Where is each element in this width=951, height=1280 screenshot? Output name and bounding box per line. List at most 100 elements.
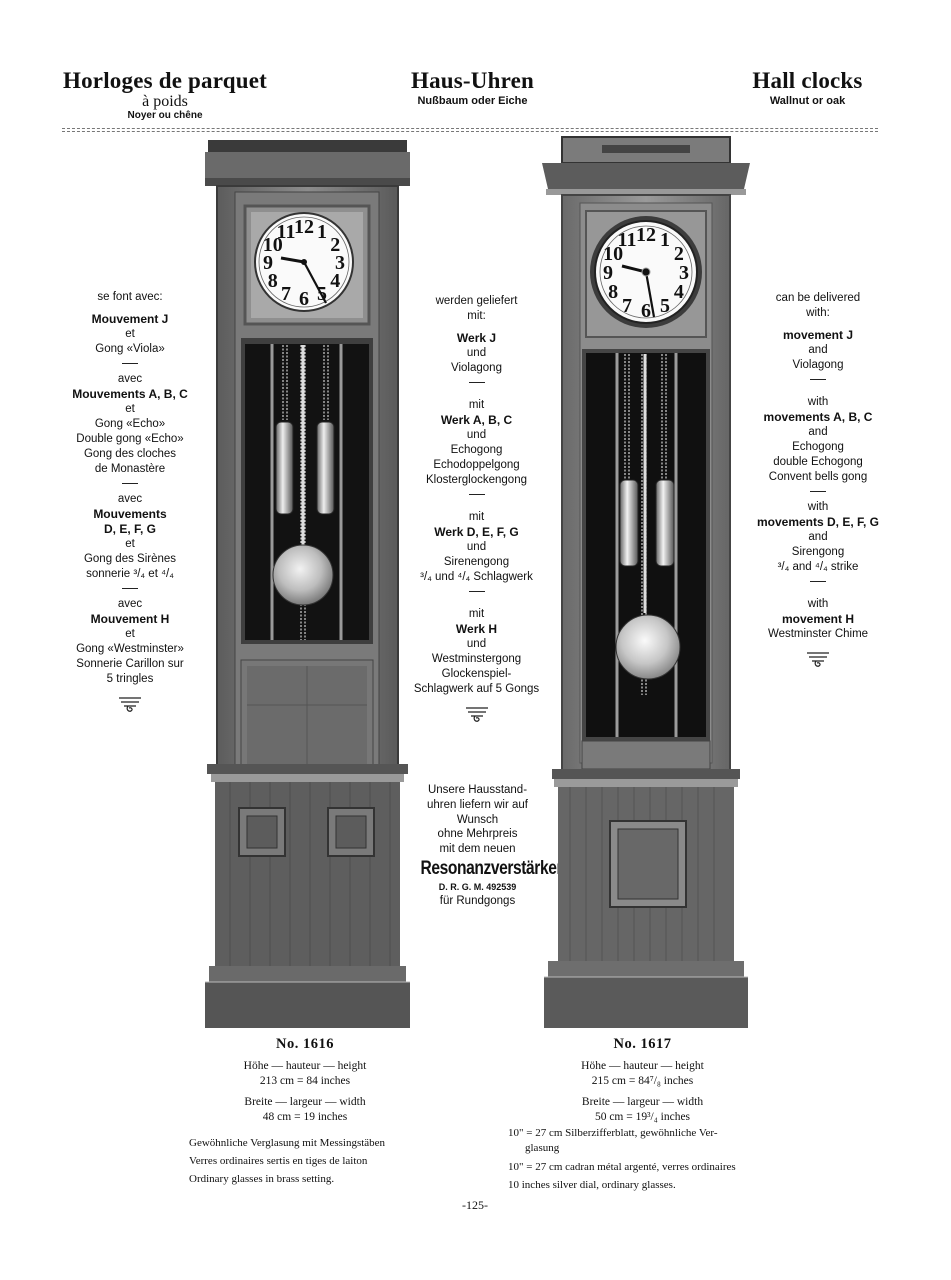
english-gong-line: ³/₄ and ⁴/₄ strike [777,561,859,573]
note-line: Wunsch [456,813,499,826]
divider-dash [404,585,549,600]
header-divider-2 [62,131,878,132]
german-gong-line: Westminstergong [431,653,522,665]
english-gong-line: Violagong [792,359,844,371]
note-line: ohne Mehrpreis [437,828,518,841]
english-gong-line: Westminster Chime [767,628,869,640]
header-english: Hall clocks Wallnut or oak [700,68,915,108]
english-movements-abc: movements A, B, C [763,410,873,424]
dial-numeral: 4 [330,270,340,292]
english-intro: can be delivered [775,292,861,304]
french-gong-line: Double gong «Echo» [76,433,184,445]
german-intro: werden geliefert [435,295,518,307]
english-movements-defg: movements D, E, F, G [756,515,880,529]
ornament-icon [119,697,141,712]
english-conjunction: and [808,426,828,438]
divider-dash [60,357,200,372]
dial-numeral: 7 [622,295,632,317]
hour-hand [280,256,305,264]
dial-numeral: 5 [660,295,670,317]
english-movement-h: movement H [781,612,855,626]
model-number: No. 1617 [613,1036,672,1052]
clock-1617-glazing: 10" = 27 cm Silberzifferblatt, gewöhnlic… [508,1124,798,1194]
ornament-icon [807,652,829,667]
english-with: with [807,598,829,610]
french-gong-line: Gong des Sirènes [83,553,177,565]
note-line: mit dem neuen [439,843,516,856]
english-conjunction: and [808,531,828,543]
french-movement-h: Mouvement H [90,612,170,626]
german-conjunction: und [466,429,487,441]
dial-numeral: 7 [281,283,291,305]
english-gong-line: Sirengong [791,546,845,558]
header-german: Haus-Uhren Nußbaum oder Eiche [380,68,565,108]
english-gong-line: Convent bells gong [768,471,868,483]
model-number: No. 1616 [276,1036,334,1052]
header-french: Horloges de parquet à poids Noyer ou chê… [60,68,270,122]
header-divider [62,128,878,129]
french-gong-line: Gong «Viola» [95,343,165,355]
german-description: werden geliefert mit: Werk J und Violago… [404,294,549,728]
divider-dash [404,488,549,503]
height-value: 213 cm = 84 inches [259,1075,351,1087]
glazing-line: 10" = 27 cm cadran métal argenté, verres… [508,1161,736,1173]
glazing-line: glasung [525,1142,560,1154]
german-werk-j: Werk J [456,331,497,345]
french-gong-line: Gong «Echo» [94,418,166,430]
divider-dash [748,485,888,500]
glazing-line: Verres ordinaires sertis en tiges de lai… [189,1155,368,1167]
german-gong-line: Sirenengong [443,556,510,568]
divider-dash [748,373,888,388]
german-werk-h: Werk H [455,622,498,636]
english-with: with [807,396,829,408]
french-gong-line: de Monastère [94,463,166,475]
page-number: -125- [462,1198,488,1212]
german-gong-line: Glockenspiel- [441,668,512,680]
french-conjunction: et [125,538,135,550]
english-movement-j: movement J [782,328,854,342]
note-line: für Rundgongs [439,894,516,907]
header-english-title: Hall clocks [752,68,863,93]
minute-hand [644,271,656,318]
clock-1616-caption: No. 1616 Höhe — hauteur — height 213 cm … [200,1034,410,1125]
french-conjunction: et [125,403,135,415]
french-avec: avec [117,598,143,610]
header-german-title: Haus-Uhren [411,68,534,93]
dial-numeral: 3 [679,262,689,284]
german-conjunction: und [466,638,487,650]
note-line: uhren liefern wir auf [427,798,528,811]
divider-dash [60,477,200,492]
height-label: Höhe — hauteur — height [581,1060,704,1072]
clock-1616-glazing: Gewöhnliche Verglasung mit Messingstäben… [189,1134,429,1188]
dial-numeral: 12 [636,224,656,246]
header-french-material: Noyer ou chêne [127,110,203,121]
dial-numeral: 8 [268,270,278,292]
german-mit: mit [468,399,485,411]
dial-numeral: 10 [263,234,283,256]
dial-numeral: 10 [603,243,623,265]
german-gong-line: Klosterglockengong [425,474,527,486]
minute-hand [303,261,327,304]
width-value: 50 cm = 19³/₄ inches [594,1111,691,1123]
dial-numeral: 12 [294,216,314,238]
resonance-amplifier-note: Unsere Hausstand- uhren liefern wir auf … [405,783,563,909]
dial-numeral: 11 [618,229,637,251]
french-movements-defg-letters: D, E, F, G [103,522,156,536]
dial-numeral: 11 [277,221,296,243]
english-gong-line: Echogong [792,441,844,453]
german-intro-2: mit: [467,310,486,322]
french-description: se font avec: Mouvement J et Gong «Viola… [60,290,200,718]
dial-numeral: 1 [317,221,327,243]
french-gong-line: sonnerie ³/₄ et ⁴/₄ [86,568,174,580]
french-gong-line: Sonnerie Carillon sur [76,658,184,670]
dial-numeral: 2 [674,243,684,265]
header-english-material: Wallnut or oak [769,95,846,107]
french-intro: se font avec: [97,291,163,303]
english-with: with [807,501,829,513]
german-werk-defg: Werk D, E, F, G [434,525,519,539]
divider-dash [748,575,888,590]
width-label: Breite — largeur — width [581,1096,704,1108]
french-gong-line: Gong «Westminster» [76,643,184,655]
